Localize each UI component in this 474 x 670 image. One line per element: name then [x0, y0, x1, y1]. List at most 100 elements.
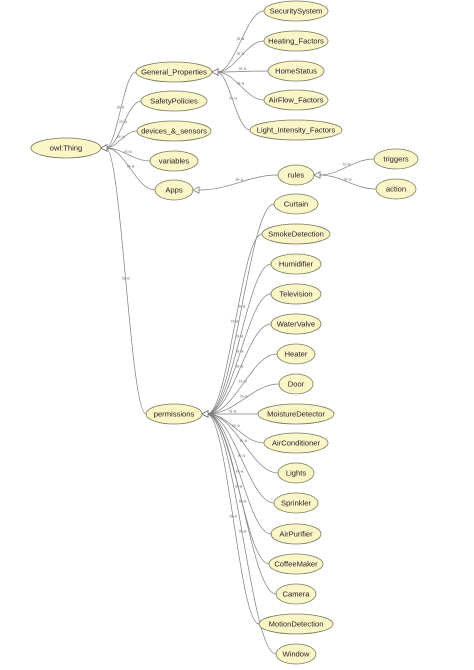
node-triggers[interactable]: triggers — [373, 148, 419, 170]
edge-arrowhead — [100, 144, 108, 152]
node-action[interactable]: action — [375, 178, 417, 200]
edge-label: is-a — [119, 119, 127, 124]
node-ellipse — [135, 61, 213, 83]
node-rules[interactable]: rules — [277, 164, 315, 186]
node-ellipse — [273, 492, 319, 514]
edge-smoke-detection-to-permissions: is-a — [201, 233, 263, 418]
node-television[interactable]: Television — [270, 283, 322, 305]
edge-line — [206, 233, 263, 415]
node-safety-policies[interactable]: SafetyPolicies — [140, 90, 208, 112]
edge-label: is-a — [236, 469, 244, 474]
edge-humidifier-to-permissions: is-a — [201, 263, 272, 418]
node-sprinkler[interactable]: Sprinkler — [273, 492, 319, 514]
node-label: SmokeDetection — [268, 230, 324, 239]
edge-line — [206, 413, 279, 474]
edge-line — [105, 100, 142, 149]
edge-label: is-a — [231, 319, 239, 324]
node-camera[interactable]: Camera — [275, 583, 317, 605]
edge-label: is-a — [124, 149, 132, 154]
node-door[interactable]: Door — [278, 373, 314, 395]
edge-line — [105, 147, 156, 191]
edge-label: is-a — [237, 81, 245, 86]
node-ellipse — [277, 164, 315, 186]
edge-label: is-a — [237, 36, 245, 41]
edge-television-to-permissions: is-a — [201, 293, 272, 418]
node-ellipse — [30, 137, 102, 159]
edge-label: is-a — [239, 379, 247, 384]
edge-label: is-a — [117, 134, 125, 139]
node-label: SafetyPolicies — [150, 97, 198, 106]
node-ellipse — [275, 583, 317, 605]
node-ellipse — [277, 462, 315, 484]
node-ellipse — [373, 148, 419, 170]
node-ellipse — [270, 253, 322, 275]
edge-line — [318, 174, 377, 190]
edge-label: is-a — [240, 394, 248, 399]
edge-arrowhead — [192, 186, 200, 194]
node-ellipse — [263, 30, 329, 52]
edge-label: is-a — [122, 276, 130, 281]
node-ellipse — [273, 193, 319, 215]
node-light-intensity-factors[interactable]: Light_Intensity_Factors — [249, 119, 343, 141]
node-label: HomeStatus — [275, 67, 317, 76]
node-label: rules — [288, 171, 305, 180]
node-humidifier[interactable]: Humidifier — [270, 253, 322, 275]
node-moisture-detector[interactable]: MoistureDetector — [257, 403, 335, 425]
node-smoke-detection[interactable]: SmokeDetection — [261, 223, 331, 245]
node-label: Heater — [285, 350, 308, 359]
node-heating-factors[interactable]: Heating_Factors — [263, 30, 329, 52]
edge-rules-to-apps: is-a — [192, 174, 279, 194]
node-apps[interactable]: Apps — [154, 179, 194, 201]
node-airflow-factors[interactable]: AirFlow_Factors — [263, 89, 329, 111]
node-water-valve[interactable]: WaterValve — [270, 313, 322, 335]
node-window[interactable]: Window — [275, 643, 317, 665]
node-general-properties[interactable]: General_Properties — [135, 61, 213, 83]
edge-arrowhead — [313, 171, 321, 179]
edge-label: is-a — [343, 162, 351, 167]
node-air-purifier[interactable]: AirPurifier — [270, 523, 322, 545]
node-label: SecuritySystem — [270, 7, 323, 16]
node-variables[interactable]: variables — [149, 150, 199, 172]
node-security-system[interactable]: SecuritySystem — [263, 0, 329, 22]
edge-motion-detection-to-permissions: is-a — [201, 410, 260, 625]
node-devices-sensors[interactable]: devices_&_sensors — [136, 120, 212, 142]
edge-arrowhead — [201, 410, 209, 418]
node-motion-detection[interactable]: MotionDetection — [258, 613, 334, 635]
edge-layer: is-a is-a is-a is-a is-a is-a is-a is-a is-a is-a… — [100, 10, 377, 655]
node-ellipse — [261, 223, 331, 245]
node-layer: owl:Thing General_Properties SecuritySyste… — [30, 0, 419, 665]
edge-line — [206, 203, 275, 415]
edge-label: is-a — [236, 364, 244, 369]
node-heater[interactable]: Heater — [276, 343, 316, 365]
node-ellipse — [275, 643, 317, 665]
node-ellipse — [270, 523, 322, 545]
node-ellipse — [278, 373, 314, 395]
edge-label: is-a — [127, 164, 135, 169]
node-label: owl:Thing — [50, 144, 83, 153]
node-curtain[interactable]: Curtain — [273, 193, 319, 215]
edge-action-to-rules: is-a — [313, 171, 377, 190]
node-air-conditioner[interactable]: AirConditioner — [263, 432, 329, 454]
node-lights[interactable]: Lights — [277, 462, 315, 484]
node-label: action — [386, 185, 406, 194]
edge-label: is-a — [236, 177, 244, 182]
edge-label: is-a — [240, 438, 248, 443]
node-label: Humidifier — [279, 260, 314, 269]
node-ellipse — [268, 553, 324, 575]
node-label: AirPurifier — [279, 530, 313, 539]
edge-line — [197, 174, 279, 191]
node-owl-thing[interactable]: owl:Thing — [30, 137, 102, 159]
node-label: Heating_Factors — [268, 37, 324, 46]
edge-line — [206, 413, 277, 595]
node-label: Light_Intensity_Factors — [257, 126, 336, 135]
node-coffee-maker[interactable]: CoffeeMaker — [268, 553, 324, 575]
node-home-status[interactable]: HomeStatus — [267, 60, 325, 82]
edge-label: is-a — [235, 484, 243, 489]
node-permissions[interactable]: permissions — [145, 403, 203, 425]
edge-line — [216, 10, 265, 73]
node-ellipse — [154, 179, 194, 201]
node-ellipse — [375, 178, 417, 200]
edge-label: is-a — [239, 529, 247, 534]
node-ellipse — [249, 119, 343, 141]
